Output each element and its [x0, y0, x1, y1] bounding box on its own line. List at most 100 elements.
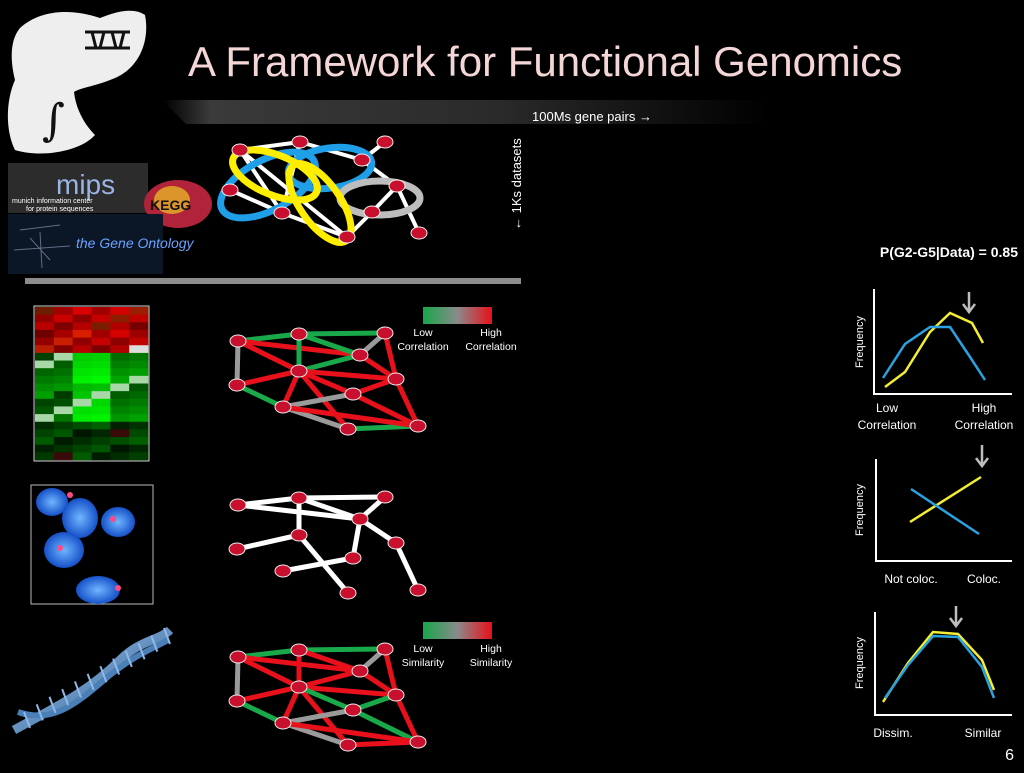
mips-logo-line1: munich information center [12, 198, 93, 205]
heatmap-cell [53, 437, 73, 445]
plot-colocalization-arrow-icon [975, 445, 989, 469]
heatmap-cell [53, 329, 73, 338]
heatmap-cell [110, 337, 130, 346]
heatmap-cell [35, 314, 55, 323]
heatmap-cell [35, 444, 55, 453]
dna-rung [35, 704, 44, 721]
top-network-node [376, 135, 394, 149]
heatmap-cell [110, 329, 130, 338]
similarity-network-node [274, 716, 292, 730]
correlation-network-node [344, 387, 362, 401]
colocalization-network-edge [350, 518, 363, 559]
heatmap-cell [129, 322, 149, 331]
plot-colocalization-ylabel: Frequency [854, 484, 866, 536]
heatmap-cell [110, 360, 130, 369]
cell-mark-2 [110, 516, 116, 522]
heatmap-cell [91, 314, 111, 323]
dna-rung [163, 627, 171, 645]
heatmap-cell [91, 383, 111, 392]
lab-logo: ∫ [7, 10, 147, 154]
heatmap-cell [129, 444, 149, 453]
heatmap-cell [35, 421, 55, 430]
heatmap-cell [110, 421, 130, 430]
plot-colocalization-yellow-line [909, 475, 982, 524]
heatmap-cell [129, 352, 149, 361]
heatmap-cell [72, 383, 92, 392]
plot-correlation-xleft-2: Correlation [858, 418, 917, 432]
correlation-network-edge [382, 332, 399, 380]
kegg-logo-accent [154, 186, 190, 214]
correlation-legend-high-1: High [480, 327, 502, 339]
heatmap-cell [110, 398, 130, 407]
heatmap-cell [129, 398, 149, 407]
top-network-ellipse-yellow-1 [229, 146, 321, 204]
heatmap-cell [53, 414, 73, 423]
heatmap-cell [72, 421, 92, 430]
heatmap-cell [35, 429, 55, 438]
mips-logo-line2: for protein sequences [26, 206, 94, 213]
colocalization-network-edge [393, 541, 421, 592]
heatmap-cell [91, 345, 111, 354]
similarity-network-edge [298, 646, 386, 653]
plot-similarity-xleft: Dissim. [873, 726, 912, 740]
correlation-network-edge [235, 382, 285, 410]
heatmap-cell [91, 368, 111, 377]
heatmap-cell [53, 444, 73, 453]
top-network [217, 135, 428, 246]
top-network-node [363, 205, 381, 219]
cell-mark-4 [115, 585, 121, 591]
similarity-network-node [339, 738, 357, 752]
dna-rung [73, 681, 82, 698]
plot-colocalization-xleft: Not coloc. [884, 572, 937, 586]
heatmap-cell [53, 421, 73, 430]
header-bar-shape [162, 100, 770, 124]
colocalization-network-node [274, 564, 292, 578]
correlation-network [228, 326, 427, 436]
similarity-network-edge [298, 647, 361, 674]
heatmap-cell [129, 429, 149, 438]
heatmap-cell [110, 383, 130, 392]
similarity-network-node [344, 703, 362, 717]
plot-colocalization: Frequency Not coloc. Coloc. [854, 445, 1012, 586]
heatmap-cell [110, 368, 130, 377]
similarity-legend: Low Similarity High Similarity [402, 622, 513, 669]
heatmap-cell [110, 406, 130, 415]
heatmap-cell [110, 375, 130, 384]
colocalization-network-node [344, 551, 362, 565]
expression-heatmap [33, 305, 150, 462]
plot-correlation-xright-1: High [972, 401, 997, 415]
heatmap-cell [110, 314, 130, 323]
similarity-network-edge [298, 684, 397, 698]
correlation-network-node [351, 348, 369, 362]
heatmap-cell [72, 452, 92, 461]
correlation-network-edge [236, 368, 300, 388]
colocalization-network-node [228, 542, 246, 556]
plot-colocalization-xright: Coloc. [967, 572, 1001, 586]
colocalization-network-node [376, 490, 394, 504]
heatmap-cell [72, 414, 92, 423]
cell-blob-2 [62, 498, 98, 538]
go-logo: the Gene Ontology [8, 214, 195, 274]
plot-correlation-arrow-icon [962, 292, 976, 315]
heatmap-cell [72, 375, 92, 384]
header-y-label: ← 1Ks datasets [509, 138, 524, 230]
similarity-legend-low-2: Similarity [402, 657, 445, 669]
plot-similarity-axes [874, 612, 1012, 716]
correlation-network-node [229, 334, 247, 348]
similarity-network-node [290, 643, 308, 657]
colocalization-network-node [229, 498, 247, 512]
heatmap-cell [72, 337, 92, 346]
heatmap-cell [35, 360, 55, 369]
plot-similarity-ylabel: Frequency [854, 637, 866, 689]
top-network-node [388, 179, 406, 193]
plot-similarity-blue-curve [883, 634, 996, 699]
correlation-legend-low-2: Correlation [397, 341, 449, 353]
heatmap-cell [53, 368, 73, 377]
heatmap-cell [53, 406, 73, 415]
similarity-network-edge [298, 668, 361, 690]
kegg-logo-name: KEGG [150, 197, 191, 213]
heatmap-cell [72, 398, 92, 407]
colocalization-network-node [387, 536, 405, 550]
heatmap-cell [35, 368, 55, 377]
plot-similarity-xright: Similar [965, 726, 1002, 740]
